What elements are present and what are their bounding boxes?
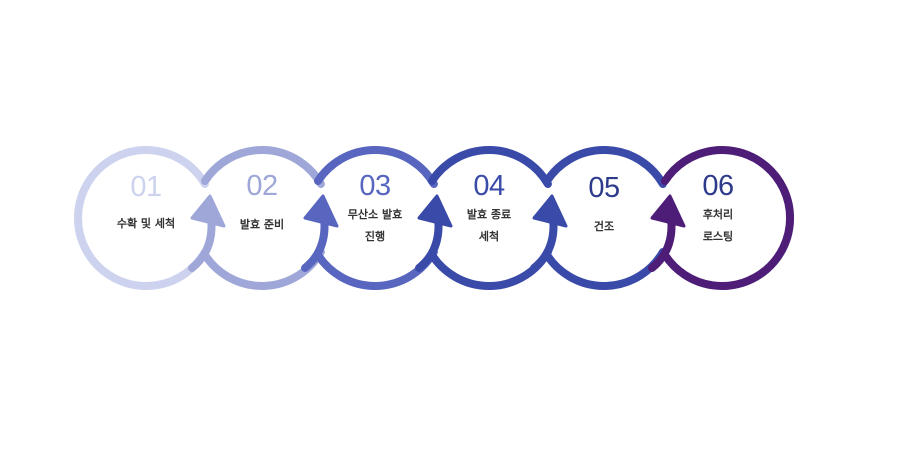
step-number: 04 bbox=[473, 170, 505, 202]
step-04: 04 발효 종료 세척 bbox=[429, 170, 549, 248]
step-label: 무산소 발효 bbox=[347, 208, 403, 221]
step-number: 05 bbox=[588, 172, 620, 204]
ring-step-06 bbox=[661, 146, 794, 290]
step-label: 발효 종료 bbox=[466, 208, 512, 221]
ring-top-arc bbox=[543, 146, 667, 188]
step-02: 02 발효 준비 bbox=[202, 170, 322, 236]
step-06: 06 후처리 로스팅 bbox=[658, 170, 778, 248]
step-label: 발효 준비 bbox=[239, 218, 285, 231]
step-label: 건조 bbox=[593, 220, 615, 233]
step-label-line2: 로스팅 bbox=[702, 230, 734, 243]
step-number: 01 bbox=[130, 171, 162, 203]
step-label: 후처리 bbox=[702, 208, 734, 221]
ring-bottom-arc bbox=[543, 248, 667, 290]
step-number: 06 bbox=[702, 170, 734, 202]
ring-top-arc bbox=[314, 146, 438, 188]
arrow-head-icon bbox=[532, 194, 568, 228]
step-number: 02 bbox=[246, 170, 278, 202]
ring-top-arc bbox=[201, 146, 325, 188]
arrow-head-icon bbox=[190, 194, 226, 228]
ring-top-arc bbox=[428, 146, 552, 188]
step-label-line2: 진행 bbox=[364, 230, 386, 243]
step-03: 03 무산소 발효 진행 bbox=[315, 170, 435, 248]
arrow-head-icon bbox=[303, 194, 339, 228]
step-label-line2: 세척 bbox=[478, 230, 500, 243]
step-05: 05 건조 bbox=[544, 172, 664, 238]
step-number: 03 bbox=[359, 170, 391, 202]
arrow-head-icon bbox=[650, 194, 686, 228]
step-01: 01 수확 및 세척 bbox=[86, 171, 206, 235]
step-label: 수확 및 세척 bbox=[116, 217, 176, 230]
arrow-head-icon bbox=[417, 194, 453, 228]
ring-step-01 bbox=[74, 146, 209, 290]
